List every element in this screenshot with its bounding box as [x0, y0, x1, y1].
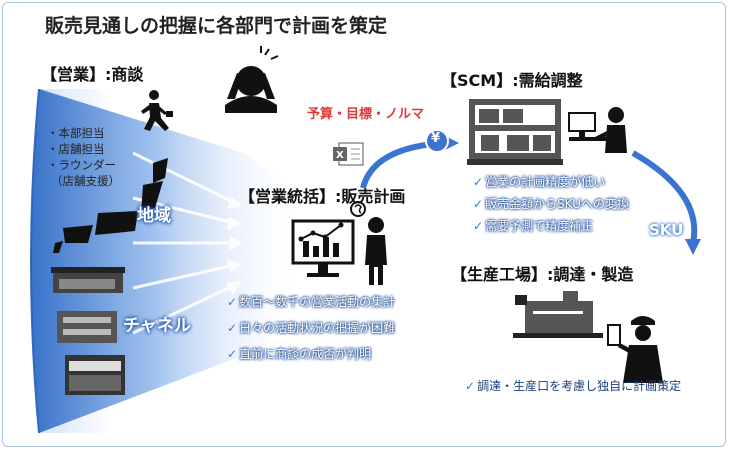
sales-lead-heading: 【営業統括】:販売計画: [239, 187, 406, 206]
scm-point: 販売金額からSKUへの変換: [473, 195, 629, 212]
warehouse-shelf-icon: [467, 99, 563, 165]
sales-role: ・ラウンダー: [47, 158, 116, 172]
diagram-frame: X: [2, 2, 726, 447]
sales-lead-point: 数百～数千の営業活動の集計: [227, 293, 395, 310]
presentation-chart-icon: [291, 219, 355, 277]
scm-heading: 【SCM】:需給調整: [441, 71, 583, 90]
channel-label: チャネル: [123, 316, 191, 336]
map-icon: [53, 158, 168, 253]
sales-role: ・本部担当: [47, 126, 105, 140]
yen-symbol: ¥: [431, 131, 441, 146]
running-salesman-icon: [141, 90, 173, 131]
factory-worker-icon: [607, 316, 663, 383]
scm-point: 営業の計画精度が低い: [473, 173, 605, 190]
scm-point: 需要予測で精度補正: [473, 217, 593, 234]
page-title: 販売見通しの把握に各部門で計画を策定: [45, 15, 388, 37]
factory-point: 調達・生産口を考慮し独自に計画策定: [465, 377, 681, 394]
sales-role: ・店舗担当: [47, 142, 105, 156]
flow-arrowhead-to-factory: [685, 239, 701, 255]
flow-arrow-to-factory: [631, 150, 698, 244]
excel-icon: X: [333, 142, 364, 166]
yen-icon: [425, 129, 449, 153]
targets-label: 予算・目標・ノルマ: [307, 107, 425, 122]
factory-icon: [513, 291, 603, 338]
sales-heading: 【営業】:商談: [41, 65, 144, 84]
sales-lead-point: 日々の活動状況の把握が困難: [227, 319, 395, 336]
sku-label: SKU: [649, 221, 684, 239]
factory-heading: 【生産工場】:調達・製造: [451, 265, 634, 284]
thinking-person-icon: [350, 201, 387, 285]
worried-person-icon: [225, 46, 279, 113]
funnel-arrows: [132, 151, 244, 335]
region-label: 地域: [137, 206, 171, 226]
sales-lead-point: 直前に商談の成否が判明: [227, 345, 371, 362]
sales-role: （店舗支援）: [51, 174, 120, 188]
computer-operator-icon: [568, 107, 627, 153]
building-icon: [51, 267, 125, 395]
svg-text:X: X: [336, 150, 344, 161]
